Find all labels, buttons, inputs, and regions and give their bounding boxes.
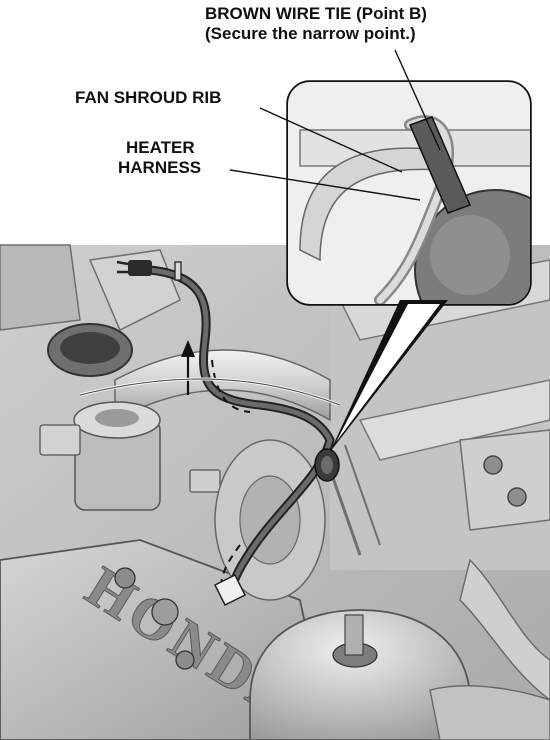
brown-wire-tie-label: BROWN WIRE TIE (Point B) (Secure the nar… bbox=[205, 4, 427, 44]
heater-plug bbox=[116, 260, 152, 276]
bolt bbox=[483, 455, 503, 475]
heater-harness-label-line2: HARNESS bbox=[118, 158, 202, 177]
reservoir bbox=[249, 609, 471, 740]
heater-harness bbox=[116, 260, 340, 607]
brown-wire-tie-label-line2: (Secure the narrow point.) bbox=[205, 24, 416, 43]
heater-harness-label: HEATER HARNESS bbox=[118, 138, 201, 178]
wire-tie-small bbox=[174, 261, 182, 281]
detail-inset bbox=[286, 80, 532, 452]
brown-wire-tie bbox=[408, 116, 472, 214]
routing-arrow bbox=[181, 340, 195, 395]
harness-clip bbox=[213, 573, 247, 607]
engine-bay-illustration: HONDA bbox=[0, 244, 550, 740]
inset-callout-pointer bbox=[330, 300, 448, 452]
heater-harness-label-line1: HEATER bbox=[126, 138, 195, 157]
bolt bbox=[507, 487, 527, 507]
harness-grommet bbox=[314, 448, 340, 482]
brown-wire-tie-label-line1: BROWN WIRE TIE (Point B) bbox=[205, 4, 427, 23]
fan-shroud-rib-label: FAN SHROUD RIB bbox=[75, 88, 222, 107]
leader-lines bbox=[229, 49, 441, 201]
